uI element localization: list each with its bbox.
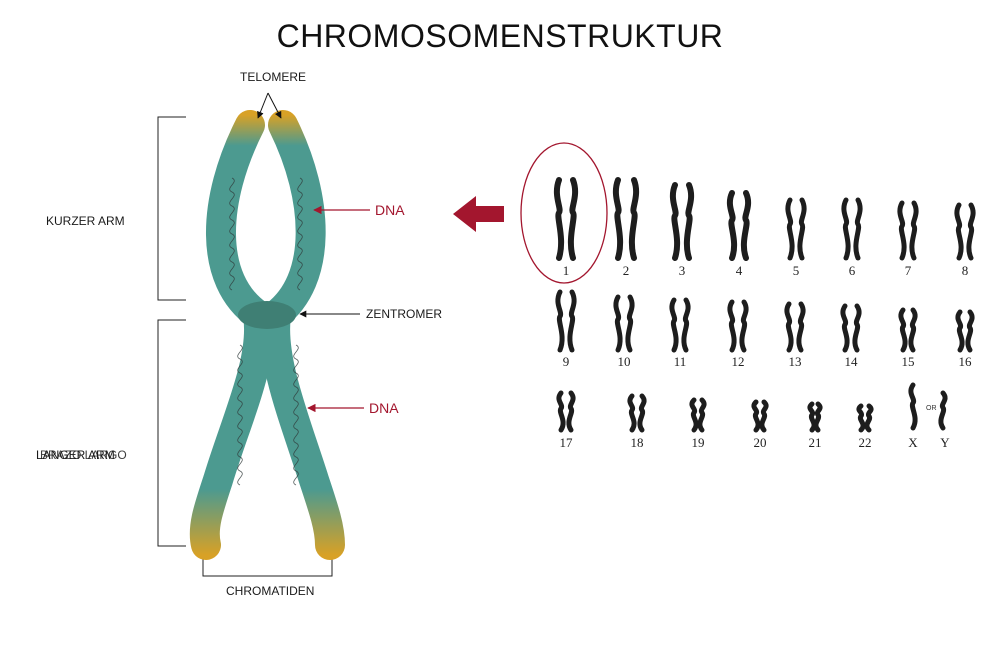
centromere-label: ZENTROMER [366,307,442,321]
karyotype-chromosome [864,403,874,433]
karyotype-chromosome [612,177,624,261]
karyotype-chromosome [555,289,565,353]
karyotype-chromosome [740,190,752,261]
karyotype-chromosome [852,303,862,353]
karyotype-chromosome [954,202,964,261]
karyotype-chromosome [785,197,795,261]
karyotype-number: 15 [901,354,915,369]
karyotype-chromosome [813,401,823,433]
karyotype-number: 11 [673,354,687,369]
karyotype-chromosome [553,177,565,261]
karyotype-chromosome [567,289,577,353]
dna-coils [229,177,303,486]
karyotype-number: 14 [844,354,858,369]
karyotype-chromosome [689,397,699,433]
karyotype-chromosome [727,299,737,353]
dna-label-upper: DNA [375,202,405,218]
karyotype-number: 7 [904,263,912,278]
karyotype-number: 4 [735,263,743,278]
chromatids-bracket [202,555,333,577]
karyotype-number: 12 [731,354,745,369]
highlight-ellipse [520,142,608,284]
long-arm-bracket [157,319,186,547]
karyotype-number: X [908,435,918,450]
karyotype-chromosome [669,182,681,261]
long-arm-label: LANGER ARM [36,448,115,462]
karyotype-number: 6 [848,263,856,278]
karyotype-number: 18 [630,435,644,450]
karyotype-chromosome [759,399,769,433]
karyotype-chromosome [897,200,907,261]
karyotype-number: 16 [958,354,972,369]
karyotype-chromosome [966,202,976,261]
karyotype-chromosome [625,294,635,353]
karyotype-number: 17 [559,435,573,450]
karyotype-chromosome [751,399,761,433]
short-arm-label: KURZER ARM [46,214,125,228]
centromere [238,301,296,329]
karyotype-chromosome [627,393,637,433]
left-chromatid [189,110,274,560]
karyotype-chromosome [697,397,707,433]
chromosome-x [908,382,918,431]
chromatids-label: CHROMATIDEN [226,584,315,598]
karyotype-chromosome [807,401,817,433]
karyotype-number: 19 [691,435,705,450]
karyotype-chromosome [796,301,806,353]
karyotype-number: 21 [808,435,822,450]
karyotype-chromosome [628,177,640,261]
karyotype-chromosome [908,307,918,353]
karyotype-number: 3 [678,263,686,278]
karyotype-chromosome [681,297,691,353]
karyotype-number: 2 [622,263,630,278]
right-chromatid [260,110,345,560]
karyotype-chromosome [726,190,738,261]
karyotype-chromosome [784,301,794,353]
karyotype-number: 20 [753,435,767,450]
karyotype-number: 8 [961,263,969,278]
karyotype-chromosome [853,197,863,261]
karyotype-chromosome [637,393,647,433]
karyotype-chromosome [613,294,623,353]
karyotype-chromosome [909,200,919,261]
karyotype-chromosome [556,390,566,433]
karyotype-chromosomes [553,177,976,433]
karyotype-number: 13 [788,354,802,369]
zoom-arrow-icon [453,196,504,232]
karyotype-number: 10 [617,354,631,369]
karyotype-chromosome [797,197,807,261]
karyotype-chromosome [955,309,965,353]
karyotype-number: Y [940,435,950,450]
telomere-label: TELOMERE [240,70,307,84]
chromosome-y [938,390,948,431]
or-label: OR [926,405,937,412]
telomere-arrow-right [267,92,282,119]
karyotype-number: 22 [858,435,872,450]
karyotype-number: 9 [562,354,570,369]
karyotype-chromosome [840,303,850,353]
diagram-title: CHROMOSOMENSTRUKTUR [276,18,724,54]
karyotype-number: 1 [562,263,570,278]
short-arm-bracket [157,116,186,301]
karyotype-chromosome [567,177,579,261]
karyotype-chromosome [739,299,749,353]
karyotype-chromosome [965,309,975,353]
telomere-arrow-left [257,92,269,119]
karyotype-number: 5 [792,263,800,278]
karyotype-chromosome [669,297,679,353]
karyotype-chromosome [841,197,851,261]
dna-label-lower: DNA [369,400,399,416]
karyotype-chromosome [898,307,908,353]
karyotype-chromosome [856,403,866,433]
karyotype-chromosome [566,390,576,433]
long-arm-overlay-label: BRAZO LARGO [40,448,127,462]
karyotype-chromosome [683,182,695,261]
